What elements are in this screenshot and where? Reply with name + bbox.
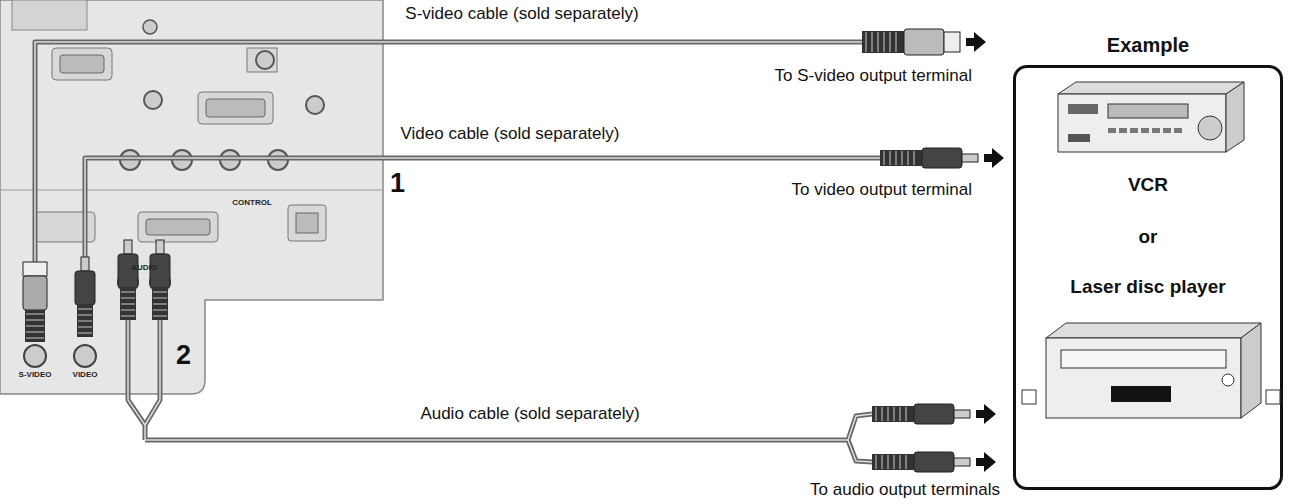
cable-label: S-video cable (sold separately) [405, 4, 638, 24]
cables [35, 42, 880, 462]
projector-panel [0, 0, 383, 394]
cable-line [145, 438, 848, 443]
laser-disc-player-picture [1022, 323, 1280, 418]
terminal-label: CONTROL [232, 198, 272, 207]
device-label: VCR [1016, 174, 1280, 196]
cable-plug [872, 404, 996, 424]
cable-label: To audio output terminals [810, 480, 1000, 500]
cable-line [848, 440, 872, 462]
cable-line [848, 440, 872, 462]
cable-label: To video output terminal [792, 180, 973, 200]
cable-plug [150, 240, 170, 320]
cable-plugs [23, 29, 1004, 472]
cable-line [128, 318, 145, 440]
callout-number: 2 [176, 340, 191, 371]
box-heading: Example [1016, 34, 1280, 57]
cable-line [848, 414, 872, 440]
cable-line [145, 318, 160, 425]
cable-line [145, 318, 160, 425]
cable-label: Video cable (sold separately) [401, 124, 620, 144]
cable-plug [118, 240, 138, 320]
cable-line [848, 414, 872, 440]
cable-line [35, 42, 862, 340]
terminal-label: VIDEO [73, 370, 98, 379]
cable-plug [75, 257, 95, 337]
cable-plug [862, 29, 986, 55]
device-label: Laser disc player [1016, 276, 1280, 298]
cable-line [85, 158, 880, 335]
cable-label: To S-video output terminal [775, 66, 973, 86]
terminal-label: S-VIDEO [19, 370, 52, 379]
vcr-picture [1058, 82, 1244, 152]
cable-plug [872, 452, 996, 472]
cable-line [128, 318, 145, 440]
cable-line [35, 42, 862, 340]
cable-plug [880, 148, 1004, 168]
cable-label: Audio cable (sold separately) [420, 404, 639, 424]
cable-line [85, 158, 880, 335]
terminal-label: AUDIO [131, 263, 157, 272]
callout-number: 1 [390, 168, 405, 199]
device-label: or [1016, 226, 1280, 248]
example-box: ExampleVCRorLaser disc player [1013, 65, 1283, 490]
cable-plug [23, 262, 47, 342]
cable-line [145, 439, 848, 441]
